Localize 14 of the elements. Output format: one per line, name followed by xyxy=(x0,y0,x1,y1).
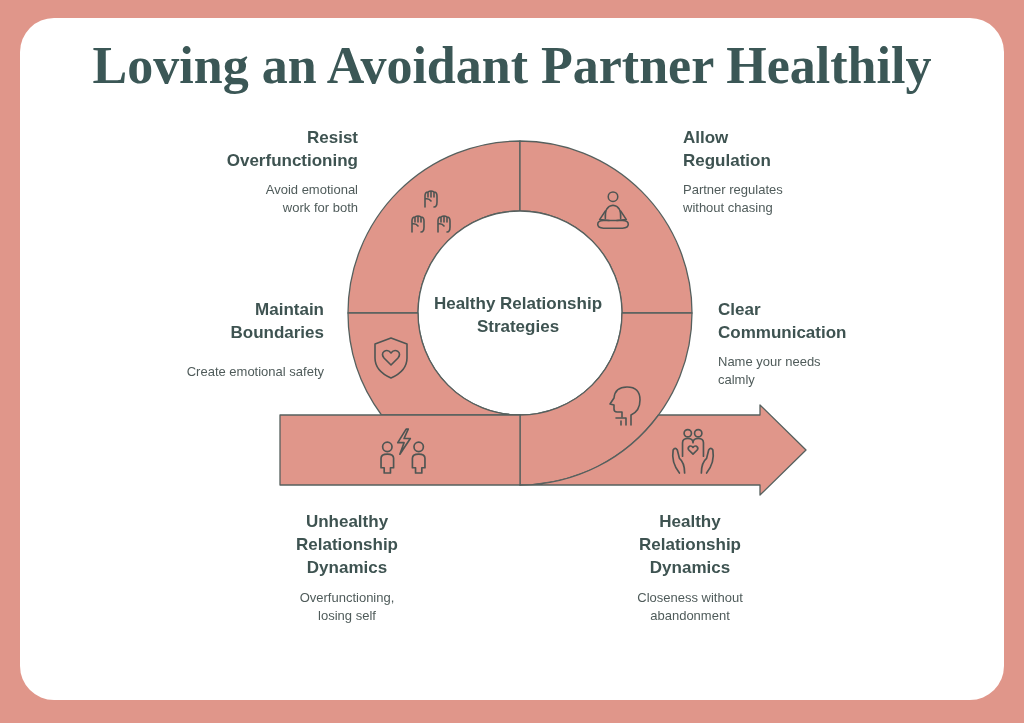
segment-heading: Unhealthy Relationship Dynamics xyxy=(295,511,399,579)
segment-description: Create emotional safety xyxy=(185,363,324,381)
segment-heading: Maintain Boundaries xyxy=(229,299,324,344)
segment-description: Closeness without abandonment xyxy=(636,589,744,625)
segment-description: Overfunctioning, losing self xyxy=(299,589,395,625)
segment-heading: Healthy Relationship Dynamics xyxy=(638,511,742,579)
segment-heading: Allow Regulation xyxy=(683,127,772,172)
segment-heading: Resist Overfunctioning xyxy=(225,127,358,172)
segment-description: Name your needs calmly xyxy=(718,353,822,389)
title: Loving an Avoidant Partner Healthily xyxy=(92,36,932,96)
segment-description: Avoid emotional work for both xyxy=(264,181,358,217)
segment-heading: Clear Communication xyxy=(718,299,848,344)
segment-description: Partner regulates without chasing xyxy=(683,181,784,217)
center-heading: Healthy Relationship Strategies xyxy=(433,293,603,338)
